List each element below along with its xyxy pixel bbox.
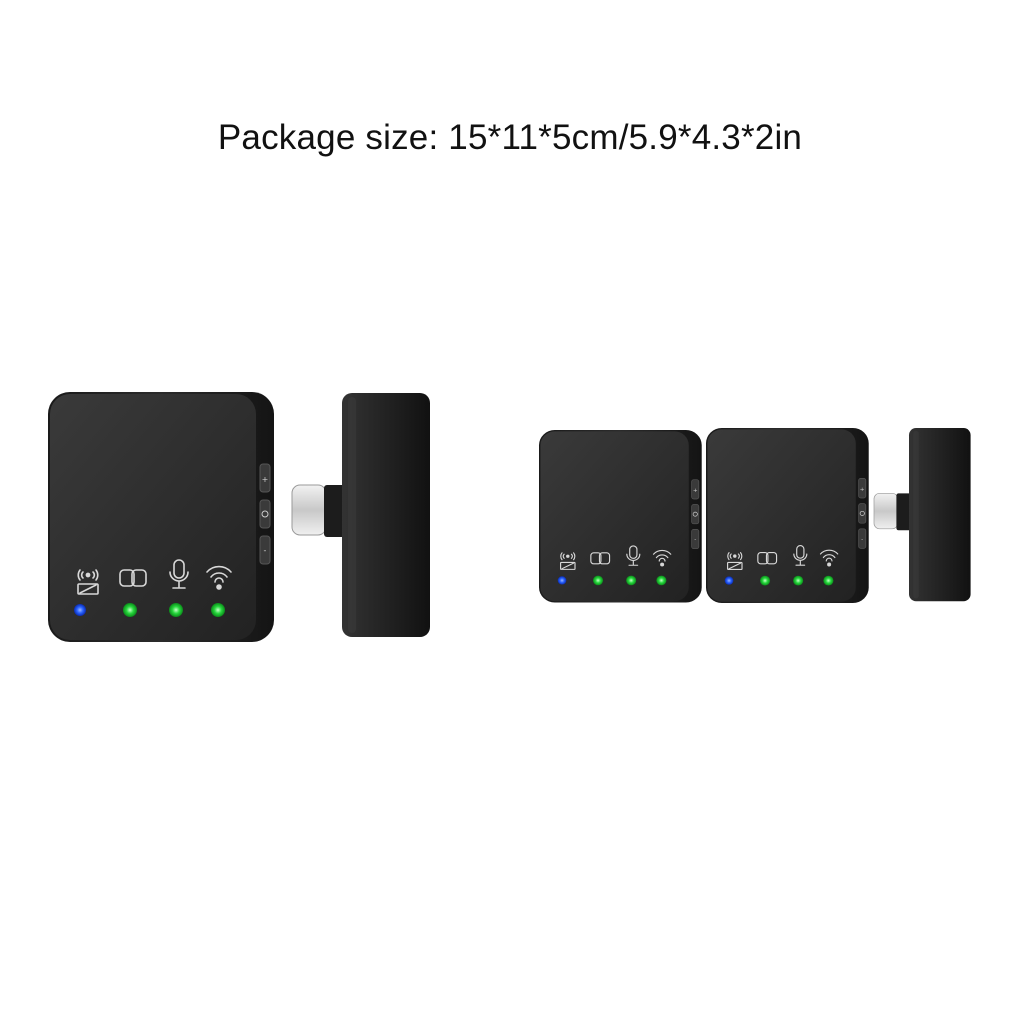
package-size-caption: Package size: 15*11*5cm/5.9*4.3*2in <box>217 118 803 157</box>
transmitter-small-2 <box>705 427 870 604</box>
receiver-small <box>873 427 971 602</box>
transmitter-large <box>47 391 275 643</box>
receiver-large <box>291 392 431 638</box>
transmitter-small-1 <box>538 429 703 604</box>
